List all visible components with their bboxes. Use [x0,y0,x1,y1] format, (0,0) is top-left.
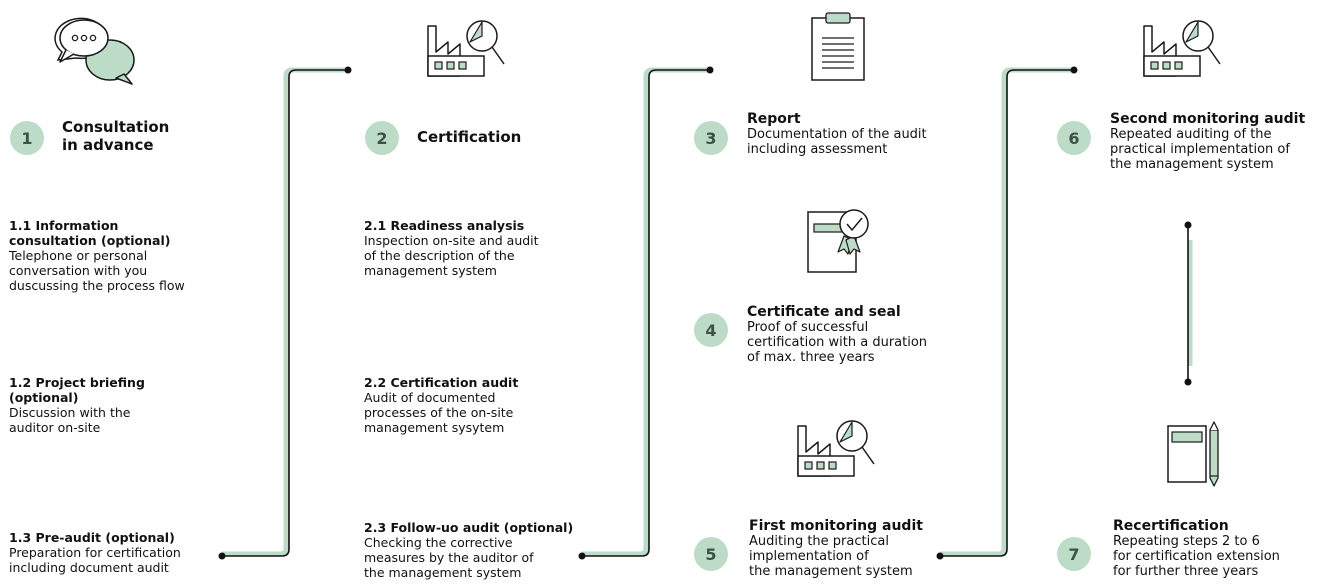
step-title: Second monitoring audit [1110,111,1306,127]
step-title: Report [747,111,801,127]
step-text: Repeating steps 2 to 6 for certification… [1113,534,1280,579]
substep-1-3: 1.3 Pre-audit (optional) Preparation for… [9,530,181,575]
connector-dot [1184,378,1192,386]
step-number-badge: 1 [10,121,44,155]
step-7: Recertification Repeating steps 2 to 6 f… [1113,518,1280,579]
step-3: Report Documentation of the audit includ… [747,111,927,157]
substep-1-1: 1.1 Information consultation (optional) … [9,218,185,293]
step-number-badge: 2 [365,121,399,155]
connector-dot [218,552,226,560]
substep-title: 2.2 Certification audit [364,375,519,390]
substep-text: Preparation for certification including … [9,545,181,575]
substep-2-1: 2.1 Readiness analysis Inspection on-sit… [364,218,539,278]
step-number-badge: 3 [694,121,728,155]
step-6: Second monitoring audit Repeated auditin… [1110,111,1305,172]
substep-text: Telephone or personal conversation with … [9,248,185,293]
step-title: First monitoring audit [749,518,923,534]
substep-text: Checking the corrective measures by the … [364,535,534,580]
step-text: Repeated auditing of the practical imple… [1110,127,1290,172]
step-number-badge: 7 [1057,537,1091,571]
substep-title: 2.3 Follow-uo audit (optional) [364,520,574,535]
substep-title: 1.3 Pre-audit (optional) [9,530,175,545]
step-title: Recertification [1113,518,1229,534]
connector-dot [1070,66,1078,74]
connector-dot [344,66,352,74]
notebook-pen-icon [1167,421,1219,487]
connector-dot [936,552,944,560]
step-number-badge: 4 [694,313,728,347]
factory-audit-icon [797,420,875,477]
substep-text: Discussion with the auditor on-site [9,405,131,435]
step-text: Auditing the practical implementation of… [749,534,913,579]
substep-title: 1.1 Information consultation (optional) [9,218,171,248]
factory-audit-icon [427,20,505,77]
factory-audit-icon [1143,20,1221,77]
step-number-badge: 5 [694,537,728,571]
substep-title: 2.1 Readiness analysis [364,218,525,233]
step-title: Consultation in advance [62,118,170,154]
step-text: Proof of successful certification with a… [747,320,928,365]
substep-text: Inspection on-site and audit of the desc… [364,233,539,278]
step-5: First monitoring audit Auditing the prac… [749,518,923,579]
connector-dot [578,552,586,560]
clipboard-icon [811,12,865,81]
substep-1-2: 1.2 Project briefing (optional) Discussi… [9,375,145,435]
step-number-badge: 6 [1057,121,1091,155]
connector-dot [1184,221,1192,229]
step-text: Documentation of the audit including ass… [747,127,927,157]
step-title: Certificate and seal [747,304,901,320]
substep-text: Audit of documented processes of the on-… [364,390,514,435]
chat-bubbles-icon [54,17,135,85]
substep-title: 1.2 Project briefing (optional) [9,375,145,405]
step-4: Certificate and seal Proof of successful… [747,304,927,365]
substep-2-2: 2.2 Certification audit Audit of documen… [364,375,518,435]
step-title: Certification [417,128,522,146]
substep-2-3: 2.3 Follow-uo audit (optional) Checking … [364,520,573,580]
connector-dot [706,66,714,74]
certificate-icon [807,209,869,273]
